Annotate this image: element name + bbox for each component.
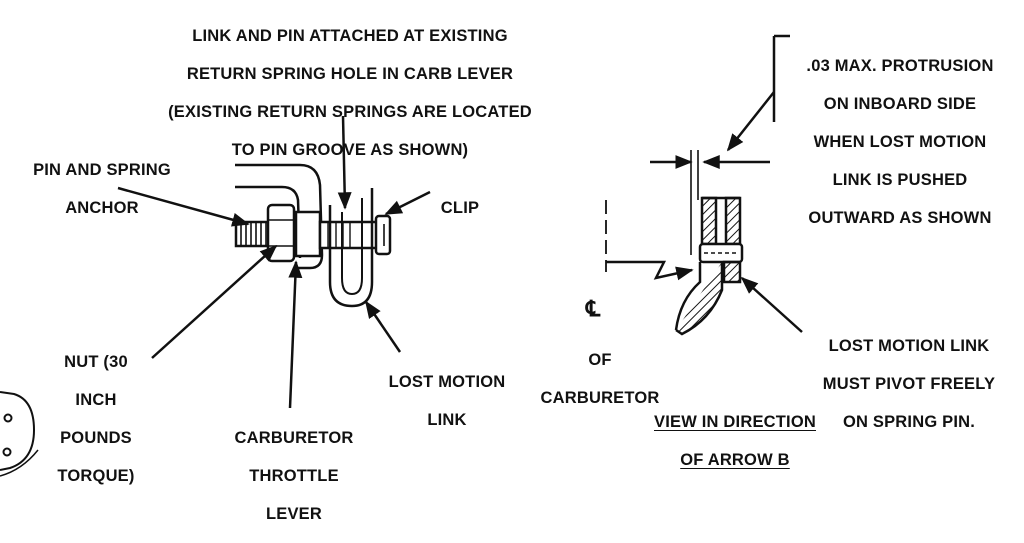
- view-caption: VIEW IN DIRECTION OF ARROW B: [654, 413, 816, 469]
- arrow-clip: [384, 190, 431, 216]
- label-carburetor-throttle-lever: CARBURETOR THROTTLE LEVER: [234, 429, 354, 523]
- partial-carburetor-body: [0, 391, 39, 477]
- arrow-link-and-pin: [337, 115, 352, 210]
- arrow-pin-spring-anchor: [117, 186, 250, 227]
- label-nut: NUT (30 INCH POUNDS TORQUE): [57, 353, 135, 485]
- centerline-symbol: ℄: [586, 296, 601, 322]
- label-pin-spring-anchor: PIN AND SPRING ANCHOR: [33, 161, 171, 217]
- label-of-carburetor: OF CARBURETOR: [540, 351, 660, 407]
- arrow-lost-motion-link: [364, 300, 402, 353]
- arrow-throttle-lever: [288, 260, 303, 409]
- detail-view-arrow-b: [605, 34, 803, 336]
- carb-lever-assembly: [234, 163, 392, 308]
- label-lost-motion-link: LOST MOTION LINK: [388, 373, 506, 429]
- label-protrusion: .03 MAX. PROTRUSION ON INBOARD SIDE WHEN…: [806, 57, 994, 227]
- arrow-pivot: [740, 276, 803, 333]
- arrow-nut: [151, 244, 278, 359]
- label-link-and-pin: LINK AND PIN ATTACHED AT EXISTING RETURN…: [168, 27, 532, 159]
- linkage-diagram: [0, 34, 803, 477]
- arrow-protrusion: [726, 91, 775, 152]
- label-pivot-note: LOST MOTION LINK MUST PIVOT FREELY ON SP…: [822, 337, 996, 431]
- label-clip: CLIP: [440, 199, 480, 217]
- left-leader-lines: [117, 115, 431, 409]
